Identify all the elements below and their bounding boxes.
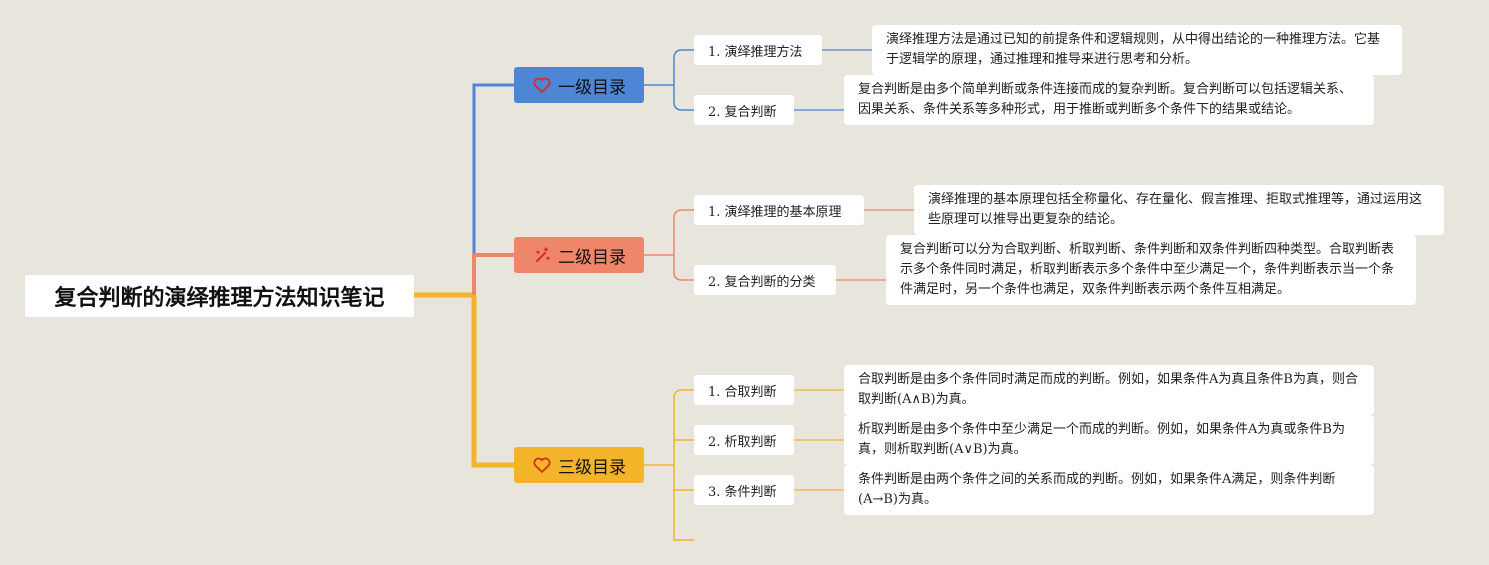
root-topic[interactable]: 复合判断的演绎推理方法知识笔记: [25, 275, 414, 317]
topic-deductive-method[interactable]: 1. 演绎推理方法: [694, 35, 822, 65]
branch-level-1[interactable]: 一级目录: [514, 67, 644, 103]
detail-text: 合取判断是由多个条件同时满足而成的判断。例如，如果条件A为真且条件B为真，则合取…: [858, 372, 1358, 407]
detail-text: 条件判断是由两个条件之间的关系而成的判断。例如，如果条件A满足，则条件判断(A→…: [858, 472, 1336, 507]
root-title: 复合判断的演绎推理方法知识笔记: [54, 286, 385, 311]
detail-conditional-judgment: 条件判断是由两个条件之间的关系而成的判断。例如，如果条件A满足，则条件判断(A→…: [844, 465, 1374, 515]
detail-judgment-classification: 复合判断可以分为合取判断、析取判断、条件判断和双条件判断四种类型。合取判断表示多…: [886, 235, 1416, 305]
topic-label: 2. 复合判断的分类: [708, 274, 816, 290]
topic-label: 1. 演绎推理的基本原理: [708, 204, 842, 220]
detail-deductive-principles: 演绎推理的基本原理包括全称量化、存在量化、假言推理、拒取式推理等，通过运用这些原…: [914, 185, 1444, 235]
topic-compound-judgment[interactable]: 2. 复合判断: [694, 95, 794, 125]
detail-text: 演绎推理的基本原理包括全称量化、存在量化、假言推理、拒取式推理等，通过运用这些原…: [928, 192, 1423, 227]
detail-text: 析取判断是由多个条件中至少满足一个而成的判断。例如，如果条件A为真或条件B为真，…: [858, 422, 1345, 457]
branch-label: 二级目录: [558, 247, 626, 268]
topic-deductive-principles[interactable]: 1. 演绎推理的基本原理: [694, 195, 864, 225]
detail-text: 演绎推理方法是通过已知的前提条件和逻辑规则，从中得出结论的一种推理方法。它基于逻…: [886, 32, 1381, 67]
topic-label: 2. 析取判断: [708, 434, 777, 450]
detail-conjunctive-judgment: 合取判断是由多个条件同时满足而成的判断。例如，如果条件A为真且条件B为真，则合取…: [844, 365, 1374, 415]
heart-icon: [532, 75, 552, 95]
topic-label: 3. 条件判断: [708, 484, 777, 500]
detail-text: 复合判断可以分为合取判断、析取判断、条件判断和双条件判断四种类型。合取判断表示多…: [900, 242, 1395, 297]
topic-label: 2. 复合判断: [708, 104, 777, 120]
topic-judgment-classification[interactable]: 2. 复合判断的分类: [694, 265, 836, 295]
branch-label: 三级目录: [558, 457, 626, 478]
branch-label: 一级目录: [558, 77, 626, 98]
heart-icon: [532, 455, 552, 475]
topic-conjunctive-judgment[interactable]: 1. 合取判断: [694, 375, 794, 405]
topic-label: 1. 合取判断: [708, 384, 777, 400]
branch-level-2[interactable]: 二级目录: [514, 237, 644, 273]
detail-disjunctive-judgment: 析取判断是由多个条件中至少满足一个而成的判断。例如，如果条件A为真或条件B为真，…: [844, 415, 1374, 465]
sparkle-wand-icon: [532, 245, 552, 265]
detail-deductive-method: 演绎推理方法是通过已知的前提条件和逻辑规则，从中得出结论的一种推理方法。它基于逻…: [872, 25, 1402, 75]
topic-conditional-judgment[interactable]: 3. 条件判断: [694, 475, 794, 505]
detail-compound-judgment: 复合判断是由多个简单判断或条件连接而成的复杂判断。复合判断可以包括逻辑关系、因果…: [844, 75, 1374, 125]
branch-level-3[interactable]: 三级目录: [514, 447, 644, 483]
detail-text: 复合判断是由多个简单判断或条件连接而成的复杂判断。复合判断可以包括逻辑关系、因果…: [858, 82, 1353, 117]
topic-disjunctive-judgment[interactable]: 2. 析取判断: [694, 425, 794, 455]
topic-label: 1. 演绎推理方法: [708, 44, 803, 60]
